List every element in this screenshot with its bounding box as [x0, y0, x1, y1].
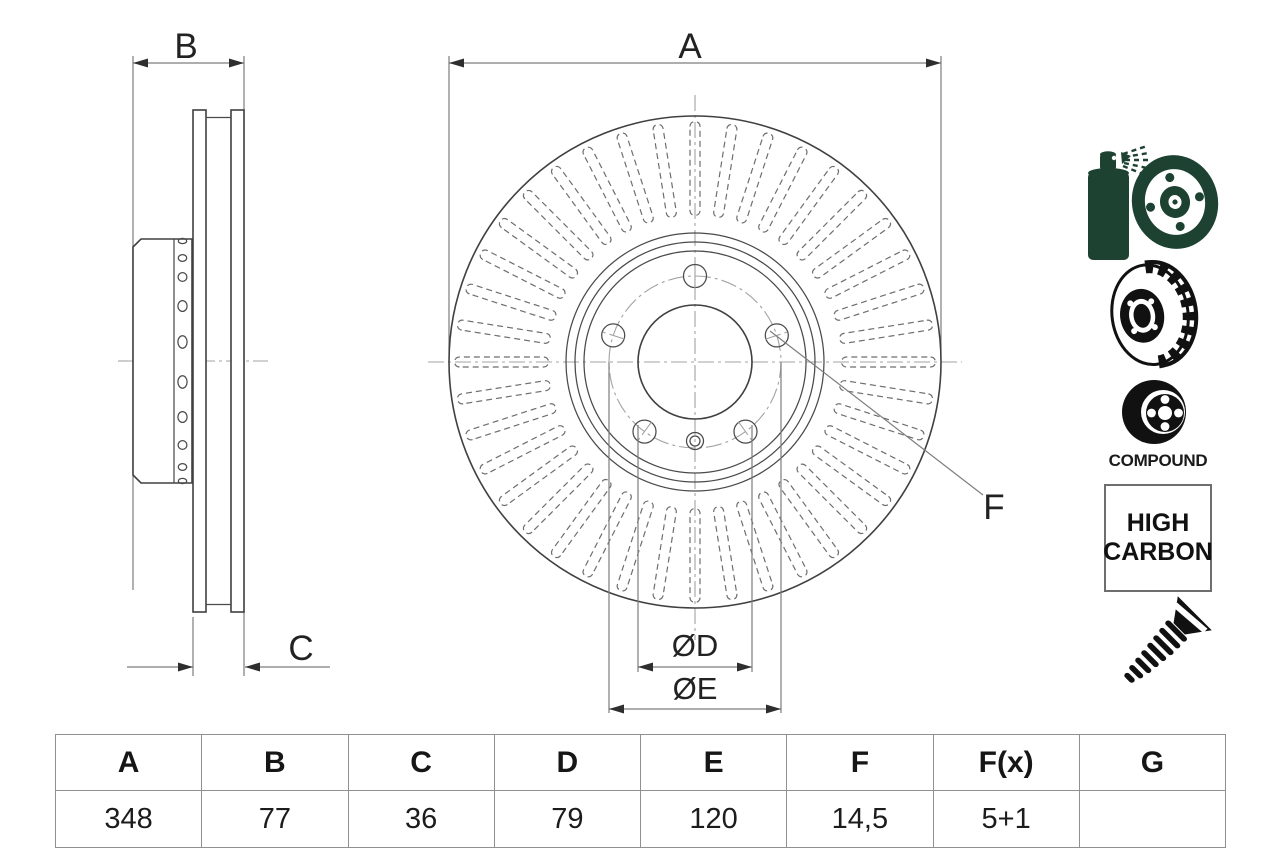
dim-label-e: ØE — [672, 671, 718, 706]
spec-value-a: 348 — [54, 790, 203, 848]
high-carbon-badge: HIGH CARBON — [1103, 484, 1213, 592]
spec-value-c: 36 — [347, 790, 495, 848]
compound-label: COMPOUND — [1108, 451, 1208, 470]
spec-value-d: 79 — [493, 790, 642, 848]
high-carbon-line1: HIGH — [1126, 508, 1190, 537]
dim-label-a: A — [678, 27, 702, 66]
vent-slots — [453, 120, 937, 604]
front-view — [428, 56, 984, 714]
spec-header-a: A — [54, 734, 203, 791]
locating-hole — [685, 431, 705, 451]
spec-table-value-row: 348 77 36 79 120 14,5 5+1 — [54, 790, 1227, 848]
hat-bolt-holes — [177, 237, 188, 485]
dim-label-b: B — [174, 27, 198, 66]
spec-header-e: E — [639, 734, 788, 791]
spec-table-header-row: A B C D E F F(x) G — [54, 734, 1227, 791]
spec-header-b: B — [201, 734, 349, 791]
side-view — [118, 56, 330, 676]
dim-label-d: ØD — [671, 628, 719, 663]
spec-value-f: 14,5 — [786, 790, 934, 848]
spec-value-fx: 5+1 — [932, 790, 1080, 848]
bolt-holes — [600, 263, 790, 444]
compound-disc-icon — [1122, 372, 1194, 452]
spec-table: A B C D E F F(x) G 348 77 36 79 120 14,5… — [54, 734, 1227, 848]
spec-header-d: D — [493, 734, 642, 791]
spec-header-g: G — [1078, 734, 1227, 791]
spec-value-g — [1078, 790, 1227, 848]
spec-header-c: C — [347, 734, 495, 791]
high-carbon-line2: CARBON — [1103, 538, 1213, 566]
dim-label-f: F — [983, 488, 1005, 527]
countersunk-screw-icon — [1098, 590, 1218, 710]
coated-disc-spray-icon — [1085, 138, 1220, 264]
vented-disc-icon — [1108, 258, 1202, 370]
spec-value-b: 77 — [201, 790, 349, 848]
spec-header-fx: F(x) — [932, 734, 1080, 791]
spec-value-e: 120 — [639, 790, 788, 848]
dim-label-c: C — [288, 629, 314, 668]
spec-header-f: F — [786, 734, 934, 791]
